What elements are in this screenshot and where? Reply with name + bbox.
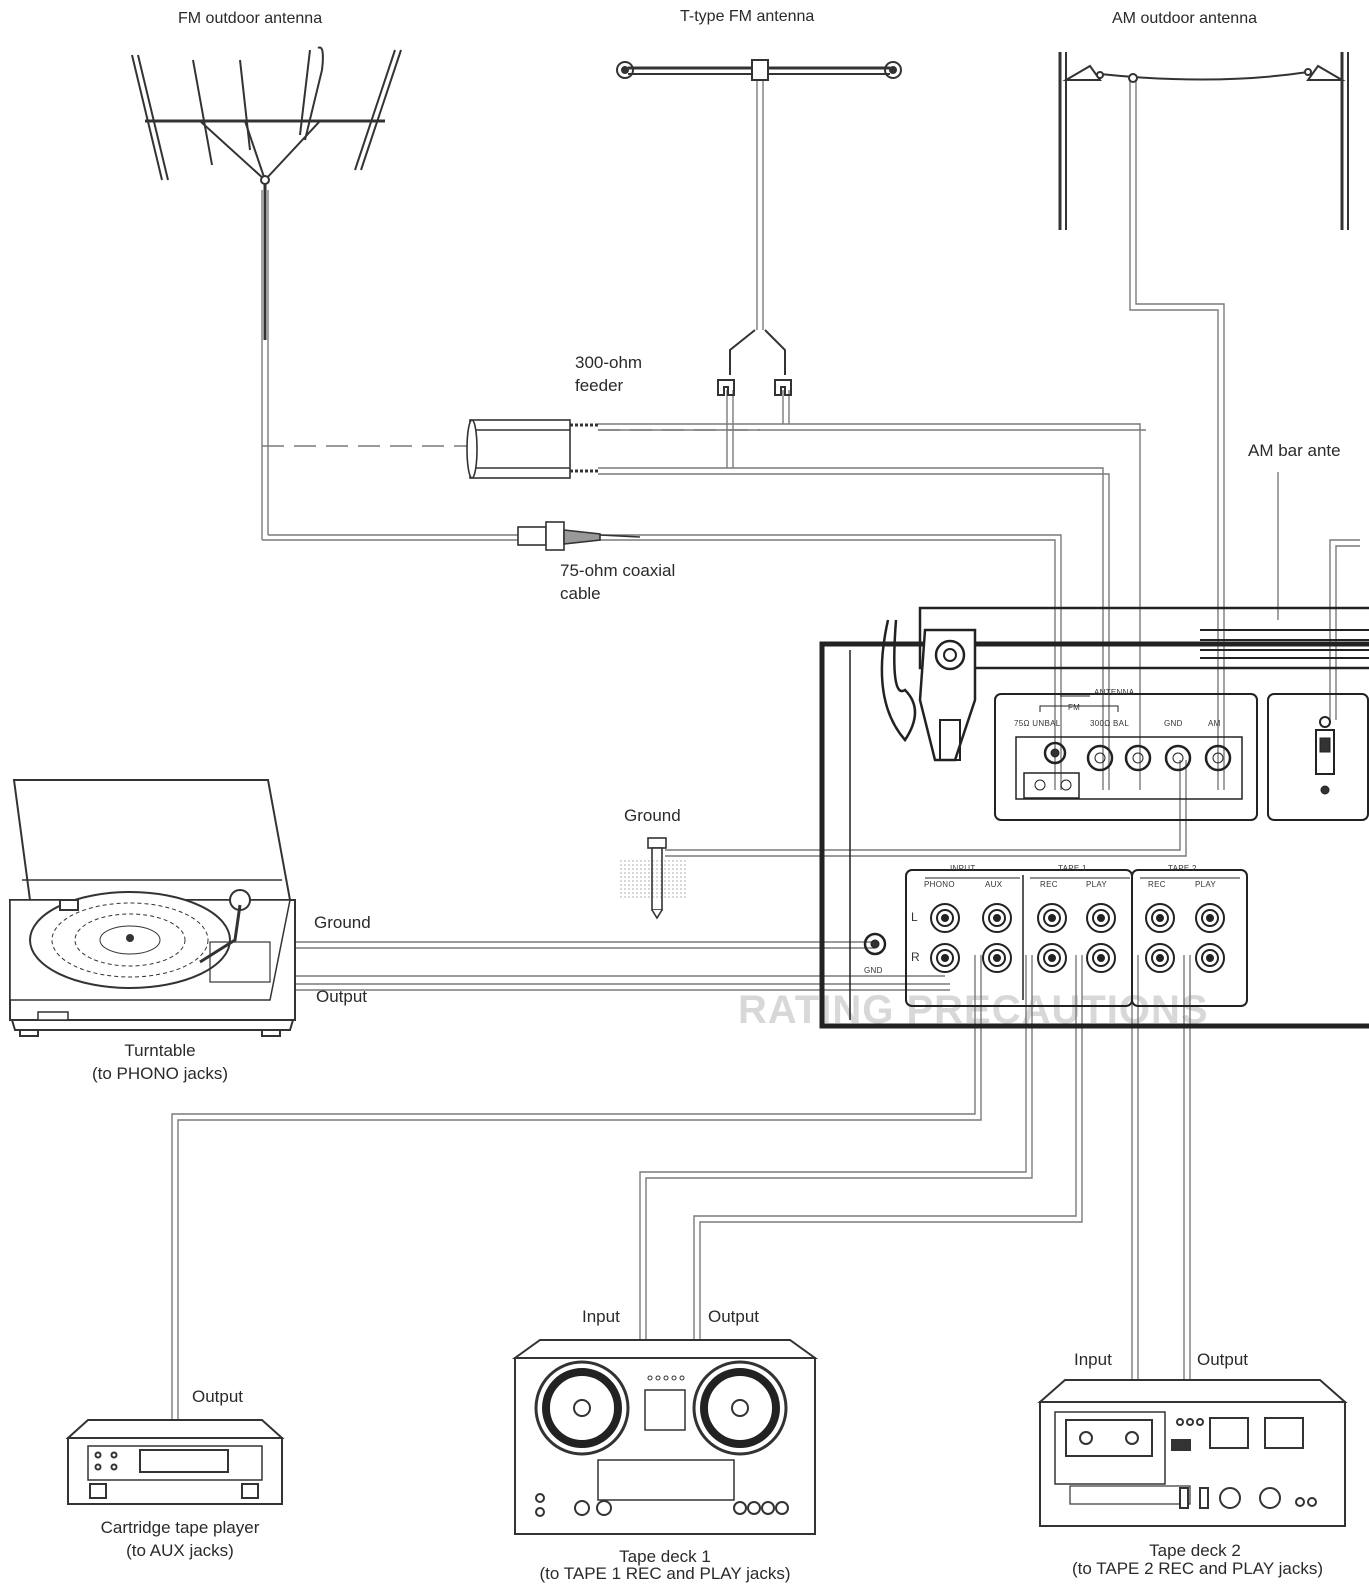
panel-tape1-title: TAPE 1 [1058,864,1087,873]
turntable [9,779,296,1037]
jack-tape2-play-l [1195,903,1225,933]
tape-deck-1 [511,1339,819,1535]
feeder-300-label-1: 300-ohm [575,353,643,372]
panel-gnd: GND [1164,719,1183,728]
panel-am: AM [1208,719,1221,728]
cartridge-output-label: Output [192,1387,244,1406]
t-type-fm-antenna [616,59,902,396]
jack-tape2-rec-r [1145,943,1175,973]
turntable-output-label: Output [316,987,368,1006]
turntable-ground-wire [290,941,875,949]
tape1-play-wire [693,955,1083,1340]
deck1-output-label: Output [708,1307,760,1326]
feeder-ribbon [466,419,600,479]
jack-tape2-play-r [1195,943,1225,973]
t-type-fm-antenna-label: T-type FM antenna [680,8,815,25]
panel-tape2-play: PLAY [1195,880,1217,889]
deck2-input-label: Input [1074,1350,1112,1369]
turntable-ground-label: Ground [314,913,371,932]
feeder-drop-left [726,390,734,468]
jack-tape1-play-r [1086,943,1116,973]
tape1-rec-wire [639,955,1033,1340]
cartridge-note: (to AUX jacks) [126,1541,234,1560]
deck1-name: Tape deck 1 [619,1547,711,1566]
am-bar-antenna-label: AM bar ante [1248,441,1341,460]
deck1-note: (to TAPE 1 REC and PLAY jacks) [539,1564,791,1583]
panel-tape1-play: PLAY [1086,880,1108,889]
panel-tape2-title: TAPE 2 [1168,864,1197,873]
jack-aux-r [982,943,1012,973]
deck2-output-label: Output [1197,1350,1249,1369]
panel-aux: AUX [985,880,1003,889]
am-outdoor-antenna [1058,52,1349,230]
turntable-output-wire [290,983,950,991]
am-antenna-wire [1129,80,1225,790]
tape2-play-wire [1183,955,1191,1380]
receiver-rear [819,606,1369,1029]
tape2-rec-wire [1131,955,1139,1380]
cartridge-player [65,1419,285,1505]
jack-tape1-play-l [1086,903,1116,933]
tape-deck-2 [1037,1379,1348,1527]
panel-tape1-rec: REC [1040,880,1058,889]
am-bar-wire [1329,539,1360,720]
jack-tape1-rec-l [1037,903,1067,933]
jack-tape2-rec-l [1145,903,1175,933]
panel-chassis-gnd: GND [864,966,883,975]
fm-outdoor-antenna-label: FM outdoor antenna [178,10,323,27]
jack-aux-l [982,903,1012,933]
rca-jacks [930,903,1225,973]
ground-stake [618,837,688,920]
t-antenna-feeder [756,80,764,330]
deck2-note: (to TAPE 2 REC and PLAY jacks) [1071,1559,1323,1578]
panel-jack-r: R [911,950,920,964]
fm-outdoor-antenna [131,46,402,340]
jack-phono-l [930,903,960,933]
feeder-300-label-2: feeder [575,376,624,395]
deck2-name: Tape deck 2 [1149,1541,1241,1560]
coax-plug [517,521,641,551]
turntable-note: (to PHONO jacks) [91,1064,229,1083]
aux-wire [171,955,982,1420]
jack-tape1-rec-r [1037,943,1067,973]
panel-tape2-rec: REC [1148,880,1166,889]
panel-fm-title: FM [1068,703,1081,712]
panel-jack-l: L [911,910,918,924]
jack-phono-r [930,943,960,973]
panel-bal: 300Ω BAL [1090,719,1130,728]
ground-stake-label: Ground [624,806,681,825]
deck1-input-label: Input [582,1307,620,1326]
am-outdoor-antenna-label: AM outdoor antenna [1112,10,1257,27]
panel-antenna-title: ANTENNA [1094,688,1135,697]
turntable-name: Turntable [124,1041,196,1060]
panel-phono: PHONO [924,880,955,889]
wires [171,80,1360,1420]
feeder-300-lower [598,467,1110,790]
cartridge-name: Cartridge tape player [100,1518,260,1537]
coax-75-label-1: 75-ohm coaxial [560,561,676,580]
ground-stake-wire [665,760,1187,857]
coax-75-label-2: cable [560,584,601,603]
fm-antenna-mast [261,190,269,540]
panel-unbal: 75Ω UNBAL [1014,719,1061,728]
panel-input-title: INPUT [950,864,976,873]
